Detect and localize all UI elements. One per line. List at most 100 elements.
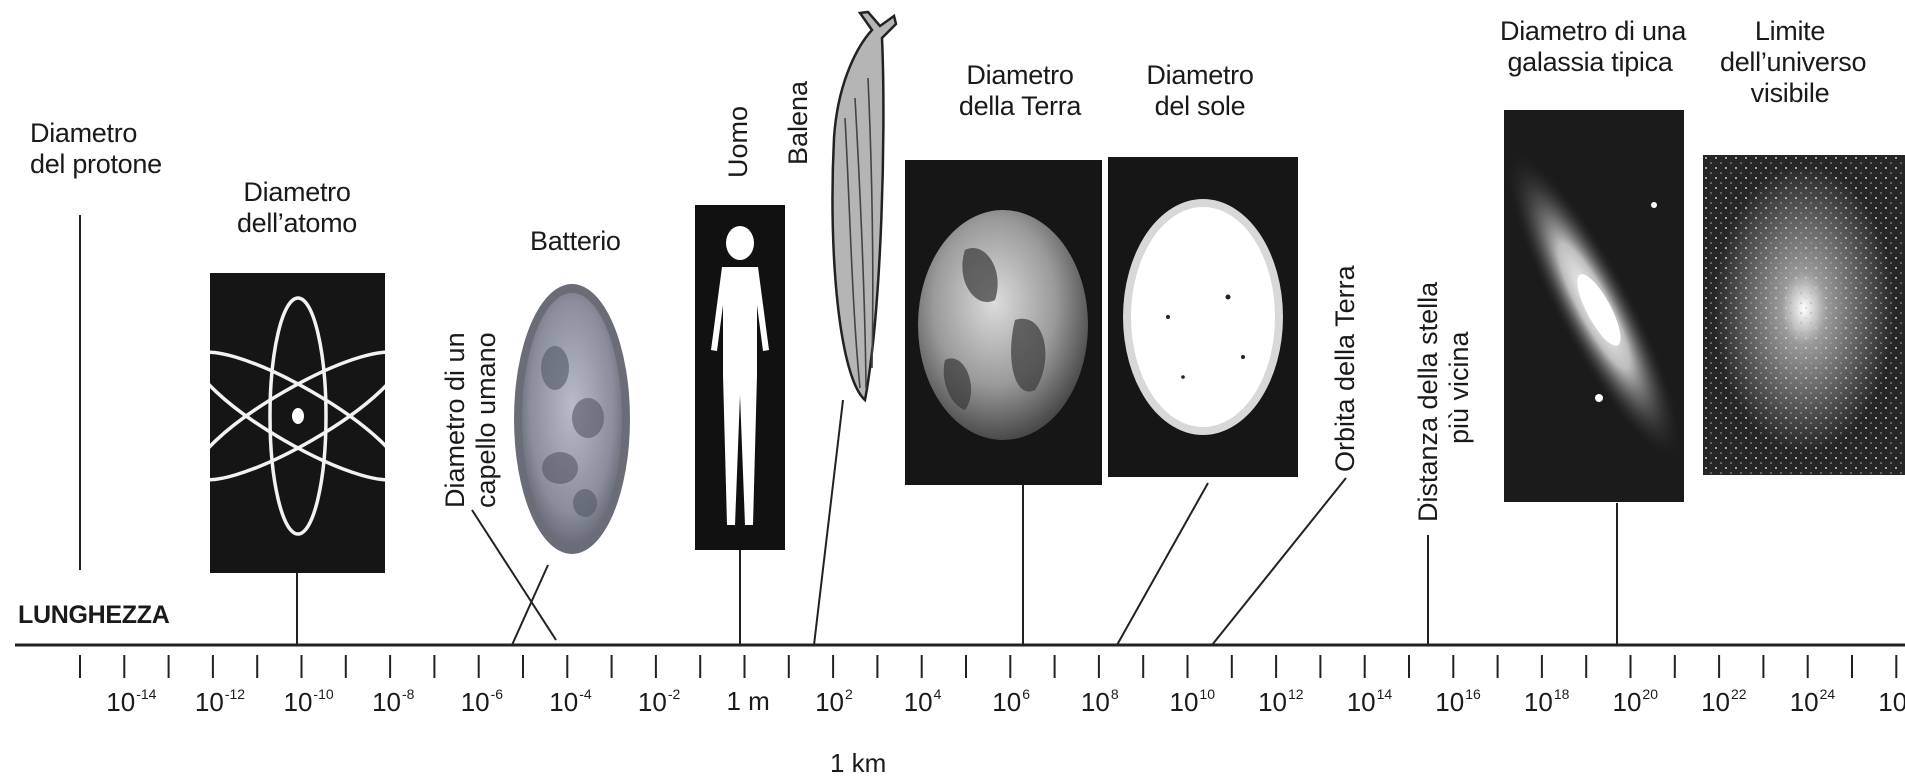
tick-label: 104	[904, 686, 942, 718]
protone-label-line1: Diametro	[30, 118, 162, 149]
universe-icon	[1703, 155, 1905, 475]
tick-label-base: 10	[1524, 687, 1553, 717]
tick-label-base: 10	[1878, 687, 1905, 717]
tick-label: 108	[1081, 686, 1119, 718]
tick-label-exponent: 10	[1199, 686, 1215, 702]
tick-label: 10-8	[372, 686, 414, 718]
tick-label-base: 10	[1081, 687, 1110, 717]
tick-label-exponent: -8	[402, 686, 414, 702]
tick-label-exponent: -12	[225, 686, 245, 702]
universo-label-line2: dell’universo	[1720, 47, 1860, 78]
atomo-label-line2: dell’atomo	[222, 208, 372, 239]
tick-label-base: 10	[1435, 687, 1464, 717]
sole-label-line2: del sole	[1125, 91, 1275, 122]
protone-label: Diametro del protone	[30, 118, 162, 180]
tick-label-exponent: 14	[1377, 686, 1393, 702]
tick-label: 10-14	[106, 686, 156, 718]
galaxy-icon	[1504, 110, 1684, 502]
tick-label: 1016	[1435, 686, 1481, 718]
capello-label-line2: capello umano	[471, 332, 502, 508]
tick-label-base: 10	[638, 687, 667, 717]
stella-label: Distanza della stella più vicina	[1413, 282, 1475, 522]
protone-label-line2: del protone	[30, 149, 162, 180]
tick-label-base: 10	[992, 687, 1021, 717]
tick-label: 1 m	[727, 686, 770, 717]
galassia-label-line1: Diametro di una	[1500, 16, 1680, 47]
tick-label-base: 10	[549, 687, 578, 717]
orbita-connector	[1212, 478, 1346, 645]
sun-icon	[1108, 157, 1298, 477]
whale-icon	[820, 8, 900, 403]
tick-label-base: 10	[1347, 687, 1376, 717]
tick-label-exponent: 24	[1820, 686, 1836, 702]
tick-label-exponent: -10	[313, 686, 333, 702]
sole-label: Diametro del sole	[1125, 60, 1275, 122]
axis-ticks	[80, 655, 1896, 678]
universo-label-line3: visibile	[1720, 78, 1860, 109]
tick-label-base: 10	[1613, 687, 1642, 717]
tick-label: 1014	[1347, 686, 1393, 718]
tick-label-base: 10	[461, 687, 490, 717]
tick-label-base: 10	[815, 687, 844, 717]
tick-label: 1026	[1878, 686, 1905, 718]
terra-label-line1: Diametro	[935, 60, 1105, 91]
balena-label: Balena	[783, 81, 814, 165]
tick-label-base: 10	[1701, 687, 1730, 717]
uomo-label: Uomo	[723, 106, 754, 178]
tick-label: 10-12	[195, 686, 245, 718]
tick-label: 1010	[1170, 686, 1216, 718]
atom-icon	[210, 273, 385, 573]
stella-label-line1: Distanza della stella	[1413, 282, 1444, 522]
tick-label: 102	[815, 686, 853, 718]
tick-label: 1012	[1258, 686, 1304, 718]
tick-label-base: 10	[1258, 687, 1287, 717]
tick-label: 10-4	[549, 686, 591, 718]
tick-label-exponent: -4	[579, 686, 591, 702]
atomo-label-line1: Diametro	[222, 177, 372, 208]
tick-label-exponent: 12	[1288, 686, 1304, 702]
tick-label: 106	[992, 686, 1030, 718]
km-label: 1 km	[830, 748, 886, 779]
tick-label: 10-6	[461, 686, 503, 718]
tick-label-exponent: 2	[845, 686, 853, 702]
sole-label-line1: Diametro	[1125, 60, 1275, 91]
tick-label-exponent: -6	[491, 686, 503, 702]
tick-label-exponent: -14	[136, 686, 156, 702]
bacterium-icon	[510, 278, 635, 560]
tick-label-base: 10	[106, 687, 135, 717]
universo-label: Limite dell’universo visibile	[1720, 16, 1860, 109]
tick-label-base: 10	[1790, 687, 1819, 717]
tick-label-exponent: -2	[668, 686, 680, 702]
capello-label: Diametro di un capello umano	[440, 332, 502, 508]
batterio-connector	[512, 565, 548, 645]
terra-label-line2: della Terra	[935, 91, 1105, 122]
atomo-label: Diametro dell’atomo	[222, 177, 372, 239]
tick-label: 1018	[1524, 686, 1570, 718]
tick-label: 10-2	[638, 686, 680, 718]
tick-label-base: 10	[284, 687, 313, 717]
tick-label-exponent: 20	[1642, 686, 1658, 702]
balena-connector	[814, 400, 843, 645]
tick-label-base: 10	[372, 687, 401, 717]
tick-label-exponent: 4	[934, 686, 942, 702]
tick-label-exponent: 16	[1465, 686, 1481, 702]
capello-label-line1: Diametro di un	[440, 332, 471, 508]
tick-label: 1020	[1613, 686, 1659, 718]
sole-connector	[1117, 483, 1208, 645]
galassia-label: Diametro di una galassia tipica	[1500, 16, 1680, 78]
human-silhouette-icon	[695, 205, 785, 550]
stella-label-line2: più vicina	[1444, 282, 1475, 522]
tick-label-exponent: 6	[1022, 686, 1030, 702]
axis-title: LUNGHEZZA	[18, 600, 169, 631]
tick-label: 1022	[1701, 686, 1747, 718]
orbita-label: Orbita della Terra	[1330, 265, 1361, 472]
tick-label: 1024	[1790, 686, 1836, 718]
tick-label-exponent: 22	[1731, 686, 1747, 702]
tick-label-base: 1 m	[727, 686, 770, 716]
galassia-label-line2: galassia tipica	[1500, 47, 1680, 78]
earth-icon	[905, 160, 1102, 485]
tick-label-exponent: 18	[1554, 686, 1570, 702]
terra-label: Diametro della Terra	[935, 60, 1105, 122]
batterio-label: Batterio	[530, 226, 621, 257]
tick-label: 10-10	[284, 686, 334, 718]
